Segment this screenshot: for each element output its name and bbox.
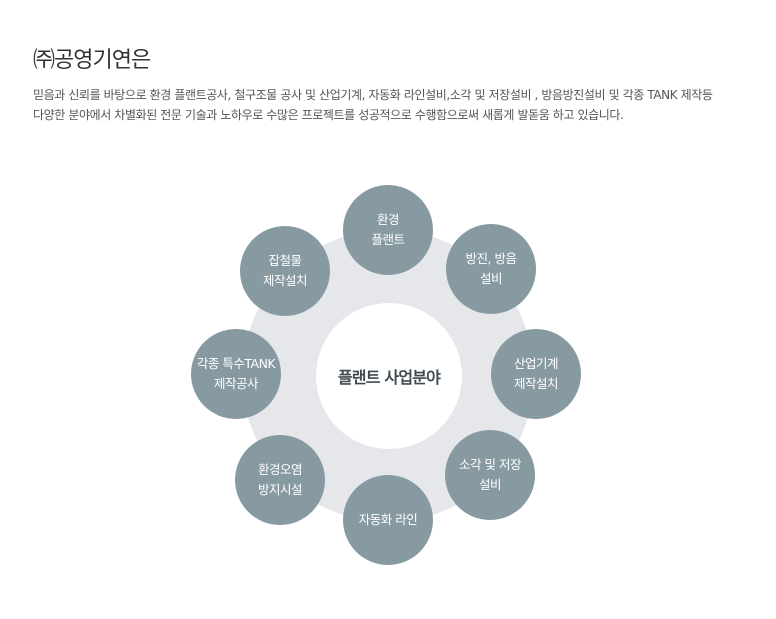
node-vibration-noise-facility: 방진, 방음 설비 <box>446 224 536 314</box>
intro-description: 믿음과 신뢰를 바탕으로 환경 플랜트공사, 철구조물 공사 및 산업기계, 자… <box>33 85 753 125</box>
node-label: 각종 특수TANK 제작공사 <box>196 356 276 391</box>
node-label: 환경오염 방지시설 <box>257 462 303 497</box>
node-label: 환경 플랜트 <box>371 212 405 247</box>
node-environment-plant: 환경 플랜트 <box>343 185 433 275</box>
node-special-tank: 각종 특수TANK 제작공사 <box>191 329 281 419</box>
node-label: 소각 및 저장 설비 <box>459 457 521 492</box>
diagram-center-label: 플랜트 사업분야 <box>337 368 441 387</box>
node-industrial-machinery: 산업기계 제작설치 <box>491 329 581 419</box>
node-label: 자동화 라인 <box>358 512 418 527</box>
node-label: 잡철물 제작설치 <box>262 253 308 288</box>
node-pollution-prevention: 환경오염 방지시설 <box>235 435 325 525</box>
node-miscellaneous-steel: 잡철물 제작설치 <box>240 226 330 316</box>
intro-description-line-1: 믿음과 신뢰를 바탕으로 환경 플랜트공사, 철구조물 공사 및 산업기계, 자… <box>33 88 713 102</box>
node-incineration-storage: 소각 및 저장 설비 <box>445 430 535 520</box>
page-title: ㈜공영기연은 <box>33 48 151 73</box>
node-label: 방진, 방음 설비 <box>465 251 517 286</box>
node-automation-line: 자동화 라인 <box>343 475 433 565</box>
intro-description-line-2: 다양한 분야에서 차별화된 전문 기술과 노하우로 수많은 프로젝트를 성공적으… <box>33 108 624 122</box>
node-label: 산업기계 제작설치 <box>513 356 559 391</box>
diagram-center: 플랜트 사업분야 <box>316 303 462 449</box>
